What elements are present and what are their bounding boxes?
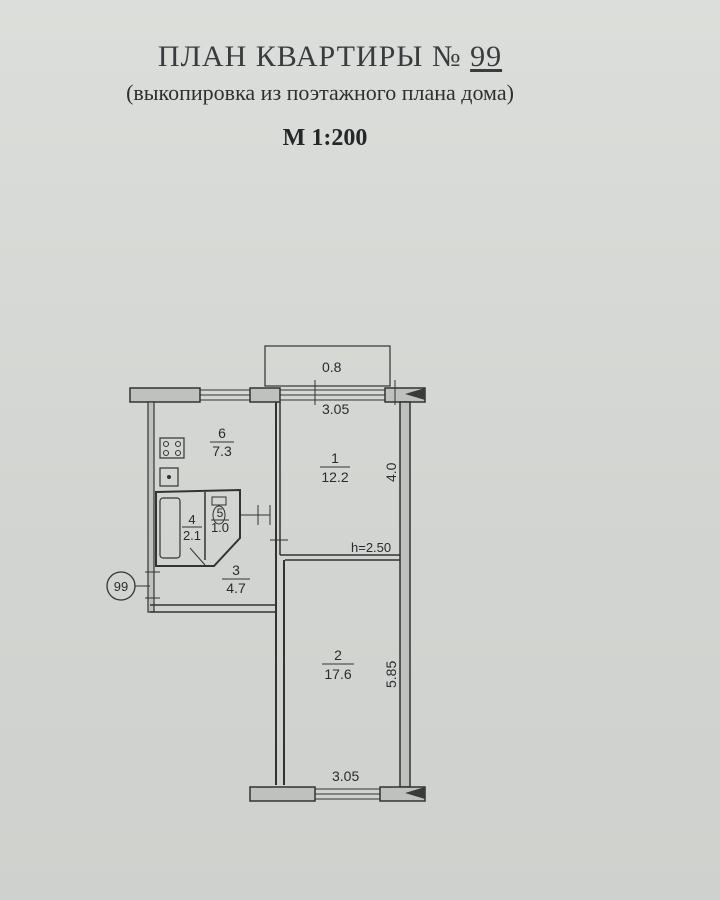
room-5-label: 5 1.0 — [211, 506, 229, 535]
number-sign: № — [431, 40, 462, 73]
room-1-area: 12.2 — [321, 469, 348, 485]
left-wall — [147, 401, 155, 613]
room-6-area: 7.3 — [212, 443, 232, 459]
top-width-label: 3.05 — [322, 401, 349, 417]
apartment-number: 99 — [470, 40, 503, 73]
bathroom-block — [155, 488, 241, 567]
room-4-area: 2.1 — [183, 528, 201, 543]
right-wall — [399, 401, 411, 788]
bottom-wall — [249, 786, 426, 802]
title-text: ПЛАН КВАРТИРЫ — [157, 40, 424, 73]
room-3-label: 3 4.7 — [222, 562, 250, 596]
scale-label: М 1:200 — [282, 125, 368, 151]
room-5-area: 1.0 — [211, 520, 229, 535]
balcony-outline — [264, 345, 391, 387]
room-6-number: 6 — [218, 425, 226, 441]
balcony-depth-label: 0.8 — [322, 359, 342, 375]
room-1-number: 1 — [331, 450, 339, 466]
page-title: ПЛАН КВАРТИРЫ № 99 — [0, 40, 660, 74]
axis-marker-label: 99 — [114, 579, 128, 594]
page-subtitle: (выкопировка из поэтажного плана дома) — [126, 80, 514, 105]
top-wall — [129, 387, 426, 403]
toilet-icon — [211, 496, 227, 525]
room-5-number: 5 — [217, 506, 224, 520]
room-2-label: 2 17.6 — [322, 647, 354, 682]
room-3-area: 4.7 — [226, 580, 246, 596]
room-3-number: 3 — [232, 562, 240, 578]
room-2-number: 2 — [334, 647, 342, 663]
room-2-area: 17.6 — [324, 666, 351, 682]
room1-length-label: 4.0 — [383, 462, 399, 482]
ceiling-height-label: h=2.50 — [351, 540, 391, 555]
stove-icon — [159, 437, 185, 459]
room-1-label: 1 12.2 — [320, 450, 350, 485]
axis-marker: 99 — [106, 571, 150, 601]
bottom-width-label: 3.05 — [332, 768, 359, 784]
room-4-number: 4 — [188, 512, 195, 527]
bathtub-icon — [159, 497, 181, 559]
room-6-label: 6 7.3 — [210, 425, 234, 459]
sink-icon — [159, 467, 179, 487]
room-4-label: 4 2.1 — [182, 512, 202, 543]
room2-length-label: 5.85 — [383, 661, 399, 688]
